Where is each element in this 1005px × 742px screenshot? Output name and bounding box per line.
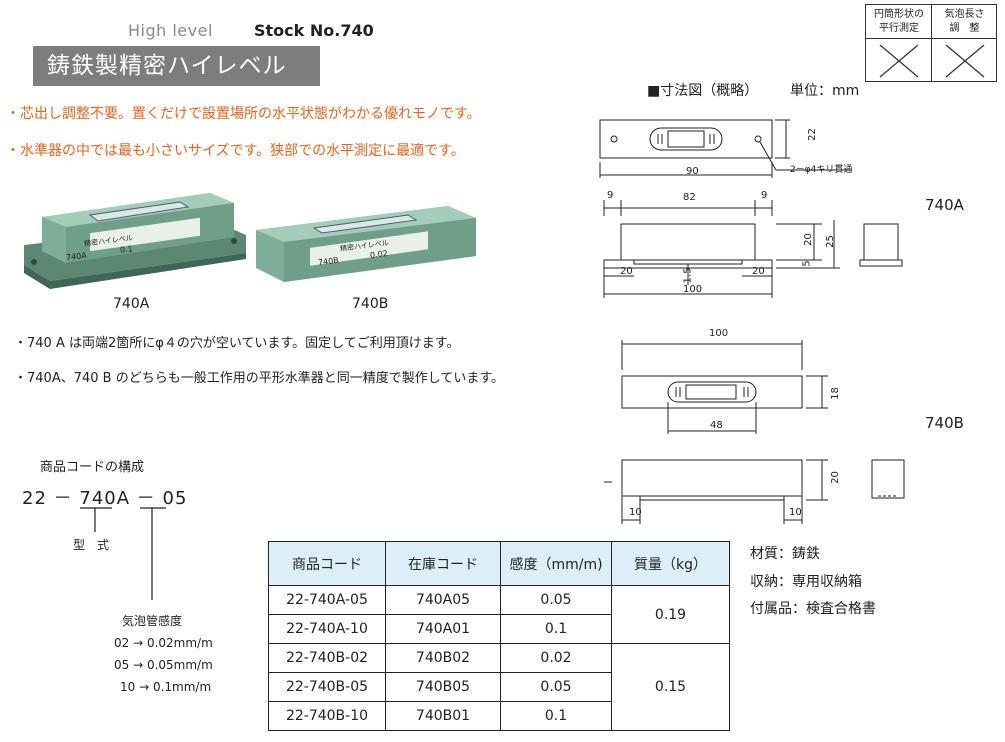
table-row: 22-740B-10 740B01 0.1 bbox=[268, 701, 730, 731]
cylinder-parallel-column: 円筒形状の 平行測定 bbox=[866, 5, 932, 81]
product-code-title: 商品コードの構成 bbox=[40, 460, 145, 475]
note-line-2: ・740A、740 B のどちらも一般工作用の平形水準器と同一精度で製作していま… bbox=[14, 371, 505, 386]
measurement-capability-box: 円筒形状の 平行測定 気泡長さ 調 整 bbox=[865, 4, 997, 82]
dim-b-foot-left: 10 bbox=[629, 507, 642, 518]
cell-mass-b: 0.15 bbox=[611, 643, 730, 731]
label-line: 気泡長さ bbox=[944, 9, 985, 20]
label-line: 調 整 bbox=[949, 23, 980, 34]
dim-a-h5: 5 bbox=[801, 260, 813, 267]
cell-product-code: 22-740B-05 bbox=[268, 672, 386, 702]
dim-a-h20: 20 bbox=[802, 233, 814, 246]
stock-number: Stock No.740 bbox=[254, 21, 374, 40]
bubble-adjust-column: 気泡長さ 調 整 bbox=[931, 5, 997, 81]
cylinder-parallel-label: 円筒形状の 平行測定 bbox=[866, 5, 932, 39]
cell-mass-a: 0.19 bbox=[611, 585, 730, 644]
code-prefix: 22 bbox=[22, 488, 47, 509]
cell-product-code: 22-740A-10 bbox=[268, 614, 386, 644]
spec-material: 材質：鋳鉄 bbox=[750, 546, 820, 562]
sensitivity-line: 02 → 0.02mm/m bbox=[114, 636, 213, 650]
plate-value-a: 0.1 bbox=[119, 244, 134, 255]
drawing-model-a: 740A bbox=[925, 196, 964, 214]
table-row: 22-740A-05 740A05 0.05 0.19 bbox=[268, 585, 730, 644]
cell-sensitivity: 0.05 bbox=[500, 672, 612, 702]
cell-product-code: 22-740B-02 bbox=[268, 643, 386, 673]
dim-b-vial: 48 bbox=[710, 420, 723, 431]
drawing-740a bbox=[599, 119, 903, 298]
bubble-adjust-label: 気泡長さ 調 整 bbox=[932, 5, 997, 39]
drawing-740b bbox=[604, 340, 905, 524]
drawing-unit: 単位：mm bbox=[790, 83, 860, 99]
cell-stock-code: 740A05 bbox=[385, 585, 501, 615]
dim-b-height: 18 bbox=[829, 387, 841, 400]
table-row: 22-740A-10 740A01 0.1 bbox=[268, 614, 730, 644]
product-code-example: 22 － 740A － 05 bbox=[22, 484, 187, 510]
dim-b-foot-right: 10 bbox=[789, 507, 802, 518]
table-row: 22-740B-02 740B02 0.02 0.15 bbox=[268, 643, 730, 731]
dim-a-hole: 2－φ4キリ貫通 bbox=[790, 165, 853, 175]
dim-a-h25: 25 bbox=[824, 235, 836, 248]
col-header-sensitivity: 感度（mm/m) bbox=[500, 541, 612, 586]
dim-b-side-height: 20 bbox=[829, 471, 841, 484]
photo-740a bbox=[24, 193, 246, 289]
col-header-stock-code: 在庫コード bbox=[385, 541, 501, 586]
page-title: 鋳鉄製精密ハイレベル bbox=[33, 46, 320, 86]
cell-sensitivity: 0.1 bbox=[500, 614, 612, 644]
note-line-1: ・740 A は両端2箇所にφ４の穴が空いています。固定してご利用頂けます。 bbox=[14, 336, 460, 351]
code-dash: － bbox=[53, 488, 73, 509]
table-row: 22-740B-05 740B05 0.05 bbox=[268, 672, 730, 702]
code-bracket-lines bbox=[80, 507, 166, 600]
cross-icon bbox=[945, 44, 985, 78]
dim-a-height: 22 bbox=[806, 128, 818, 141]
cell-sensitivity: 0.02 bbox=[500, 643, 612, 673]
photo-740b bbox=[256, 206, 476, 282]
cell-stock-code: 740B05 bbox=[385, 672, 501, 702]
subtitle-en: High level bbox=[128, 21, 213, 40]
cell-stock-code: 740B02 bbox=[385, 643, 501, 673]
dim-a-total: 100 bbox=[683, 284, 703, 295]
label-line: 平行測定 bbox=[879, 23, 919, 34]
dim-a-side-left: 9 bbox=[607, 190, 614, 201]
cell-stock-code: 740A01 bbox=[385, 614, 501, 644]
code-dash: － bbox=[136, 488, 156, 509]
label-line: 円筒形状の bbox=[874, 9, 924, 20]
product-table: 商品コード 在庫コード 感度（mm/m) 質量（kg） 22-740A-05 7… bbox=[268, 541, 730, 731]
dim-a-foot-left: 20 bbox=[620, 266, 633, 277]
dim-b-top-width: 100 bbox=[709, 328, 729, 339]
code-sensitivity: 05 bbox=[162, 488, 188, 509]
dim-a-foot-right: 20 bbox=[752, 266, 765, 277]
sensitivity-line: 10 → 0.1mm/m bbox=[120, 680, 212, 694]
table-header-row: 商品コード 在庫コード 感度（mm/m) 質量（kg） bbox=[268, 541, 730, 586]
feature-line-2: ・水準器の中では最も小さいサイズです。狭部での水平測定に最適です。 bbox=[6, 143, 465, 159]
cell-sensitivity: 0.1 bbox=[500, 701, 612, 731]
cell-product-code: 22-740A-05 bbox=[268, 585, 386, 615]
cell-stock-code: 740B01 bbox=[385, 701, 501, 731]
feature-line-1: ・芯出し調整不要。置くだけで設置場所の水平状態がわかる優れモノです。 bbox=[6, 106, 481, 122]
photo-740b-label: 740B bbox=[352, 296, 389, 312]
cell-sensitivity: 0.05 bbox=[500, 585, 612, 615]
dim-a-gap: 1.5 bbox=[682, 267, 694, 284]
dim-a-width: 90 bbox=[686, 166, 699, 177]
photo-740a-label: 740A bbox=[113, 296, 150, 312]
col-header-product-code: 商品コード bbox=[268, 541, 386, 586]
drawing-title: ■寸法図（概略） bbox=[647, 83, 759, 99]
cell-product-code: 22-740B-10 bbox=[268, 701, 386, 731]
drawing-model-b: 740B bbox=[925, 414, 964, 432]
sensitivity-line: 05 → 0.05mm/m bbox=[114, 658, 213, 672]
sensitivity-title: 気泡管感度 bbox=[122, 614, 183, 628]
col-header-mass: 質量（kg） bbox=[611, 541, 730, 586]
spec-accessory: 付属品：検査合格書 bbox=[750, 601, 876, 617]
code-model: 740A bbox=[79, 488, 131, 509]
dim-a-side-right: 9 bbox=[761, 190, 768, 201]
dim-a-side-mid: 82 bbox=[683, 192, 696, 203]
spec-storage: 収納：専用収納箱 bbox=[750, 574, 862, 590]
cross-icon bbox=[879, 44, 919, 78]
type-label: 型 式 bbox=[73, 538, 110, 552]
